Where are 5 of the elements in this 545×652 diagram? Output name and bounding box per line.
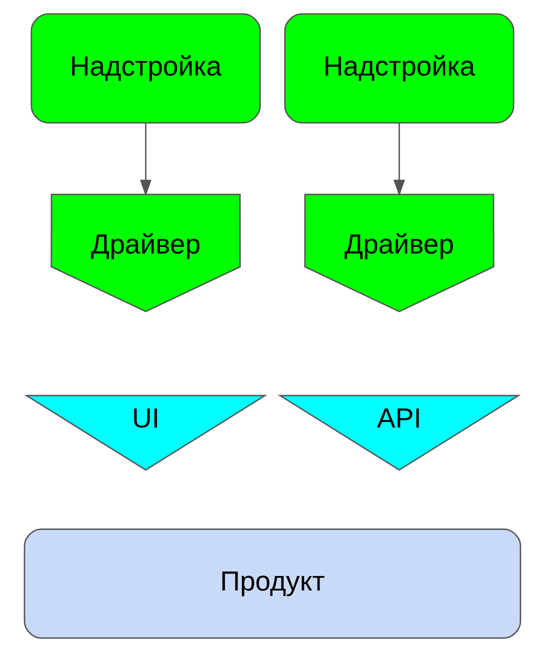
arrow xyxy=(393,122,406,196)
node-box: Надстройка xyxy=(30,13,261,124)
node-box: Продукт xyxy=(24,528,522,639)
node-box: Надстройка xyxy=(284,13,514,124)
arrow xyxy=(140,122,152,196)
